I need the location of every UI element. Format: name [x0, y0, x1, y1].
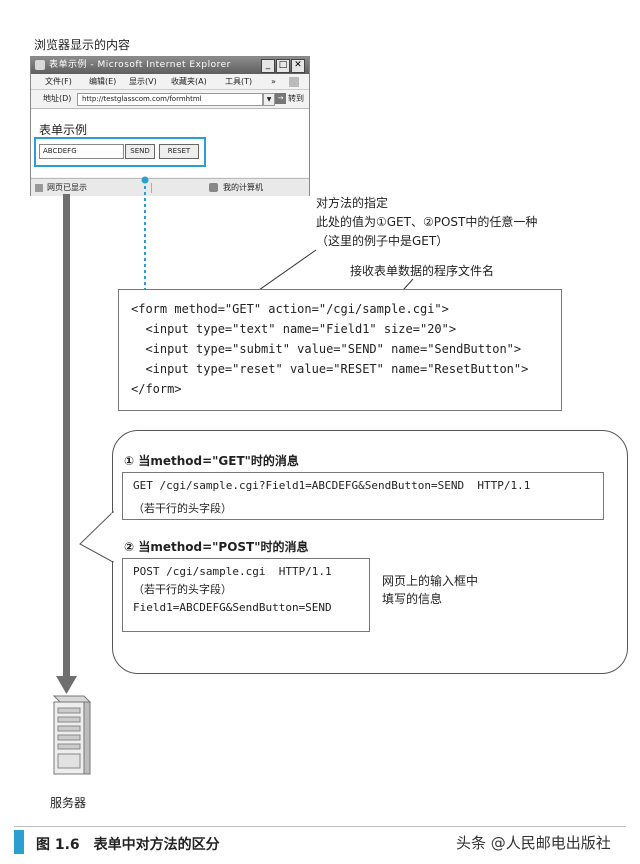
- post-request-line: POST /cgi/sample.cgi HTTP/1.1: [133, 565, 332, 578]
- form-code-box: <form method="GET" action="/cgi/sample.c…: [118, 289, 562, 411]
- caption-accent: [14, 830, 24, 854]
- minimize-icon[interactable]: _: [261, 59, 275, 73]
- bubble-tail: [79, 510, 115, 563]
- menu-more[interactable]: »: [271, 77, 276, 86]
- go-arrow-icon[interactable]: →: [275, 93, 286, 104]
- server-label: 服务器: [50, 796, 87, 810]
- form-title: 表单示例: [39, 123, 88, 137]
- form-connector-dot: [141, 176, 149, 184]
- text-input[interactable]: ABCDEFG: [39, 144, 124, 159]
- send-button[interactable]: SEND: [125, 144, 155, 159]
- browser-title: 表单示例 - Microsoft Internet Explorer: [49, 60, 231, 70]
- input-note-line1: 网页上的输入框中: [382, 574, 479, 588]
- chevron-down-icon[interactable]: ▼: [263, 93, 275, 106]
- menu-tools[interactable]: 工具(T): [225, 77, 253, 86]
- caption-bar: [14, 826, 626, 857]
- code-line: </form>: [131, 382, 182, 396]
- browser-title-bar: 表单示例 - Microsoft Internet Explorer _ □ ✕: [31, 57, 309, 74]
- address-label: 地址(D): [43, 94, 72, 103]
- browser-display-caption: 浏览器显示的内容: [34, 38, 131, 52]
- close-icon[interactable]: ✕: [291, 59, 305, 73]
- menu-edit[interactable]: 编辑(E): [89, 77, 117, 86]
- code-line: <input type="reset" value="RESET" name="…: [131, 362, 529, 376]
- post-header-note: （若干行的头字段）: [133, 583, 232, 596]
- ie-logo-icon: [35, 60, 45, 70]
- reset-button[interactable]: RESET: [159, 144, 199, 159]
- method-note-line2: 此处的值为①GET、②POST中的任意一种: [316, 215, 538, 229]
- message-bubble: [112, 430, 628, 674]
- post-heading: ② 当method="POST"时的消息: [124, 540, 309, 554]
- code-line: <form method="GET" action="/cgi/sample.c…: [131, 302, 449, 316]
- status-divider: [151, 183, 152, 193]
- status-left: 网页已显示: [47, 183, 87, 192]
- windows-flag-icon: [289, 77, 299, 87]
- action-note: 接收表单数据的程序文件名: [350, 264, 495, 278]
- method-note-line3: （这里的例子中是GET）: [316, 234, 449, 248]
- get-message-box: GET /cgi/sample.cgi?Field1=ABCDEFG&SendB…: [122, 472, 604, 520]
- page-icon: [35, 184, 43, 192]
- computer-icon: [209, 183, 218, 192]
- menu-view[interactable]: 显示(V): [129, 77, 157, 86]
- menu-bar: 文件(F) 编辑(E) 显示(V) 收藏夹(A) 工具(T) »: [31, 75, 309, 90]
- get-heading: ① 当method="GET"时的消息: [124, 454, 299, 468]
- flow-arrow-head: [56, 676, 77, 694]
- get-header-note: （若干行的头字段）: [133, 502, 232, 515]
- go-label[interactable]: 转到: [288, 94, 304, 103]
- post-message-box: POST /cgi/sample.cgi HTTP/1.1 （若干行的头字段） …: [122, 558, 370, 632]
- post-body-line: Field1=ABCDEFG&SendButton=SEND: [133, 601, 332, 614]
- get-request-line: GET /cgi/sample.cgi?Field1=ABCDEFG&SendB…: [133, 479, 531, 492]
- browser-content: 表单示例 ABCDEFG SEND RESET: [31, 109, 309, 177]
- figure-caption: 图 1.6 表单中对方法的区分: [36, 837, 220, 853]
- flow-arrow-shaft: [63, 194, 70, 676]
- form-highlight: [34, 137, 206, 167]
- maximize-icon[interactable]: □: [276, 59, 290, 73]
- input-note-line2: 填写的信息: [382, 592, 443, 606]
- address-bar: 地址(D) http://testglasscom.com/formhtml ▼…: [31, 90, 309, 109]
- status-right: 我的计算机: [223, 183, 263, 192]
- address-field[interactable]: http://testglasscom.com/formhtml: [77, 93, 263, 106]
- method-note-line1: 对方法的指定: [316, 196, 389, 210]
- server-icon: [52, 695, 92, 775]
- status-bar: 网页已显示 我的计算机: [31, 178, 309, 196]
- code-line: <input type="submit" value="SEND" name="…: [131, 342, 522, 356]
- menu-file[interactable]: 文件(F): [45, 77, 72, 86]
- code-line: <input type="text" name="Field1" size="2…: [131, 322, 457, 336]
- watermark: 头条 @人民邮电出版社: [456, 834, 611, 852]
- menu-favorites[interactable]: 收藏夹(A): [171, 77, 207, 86]
- browser-window: 表单示例 - Microsoft Internet Explorer _ □ ✕…: [30, 56, 310, 196]
